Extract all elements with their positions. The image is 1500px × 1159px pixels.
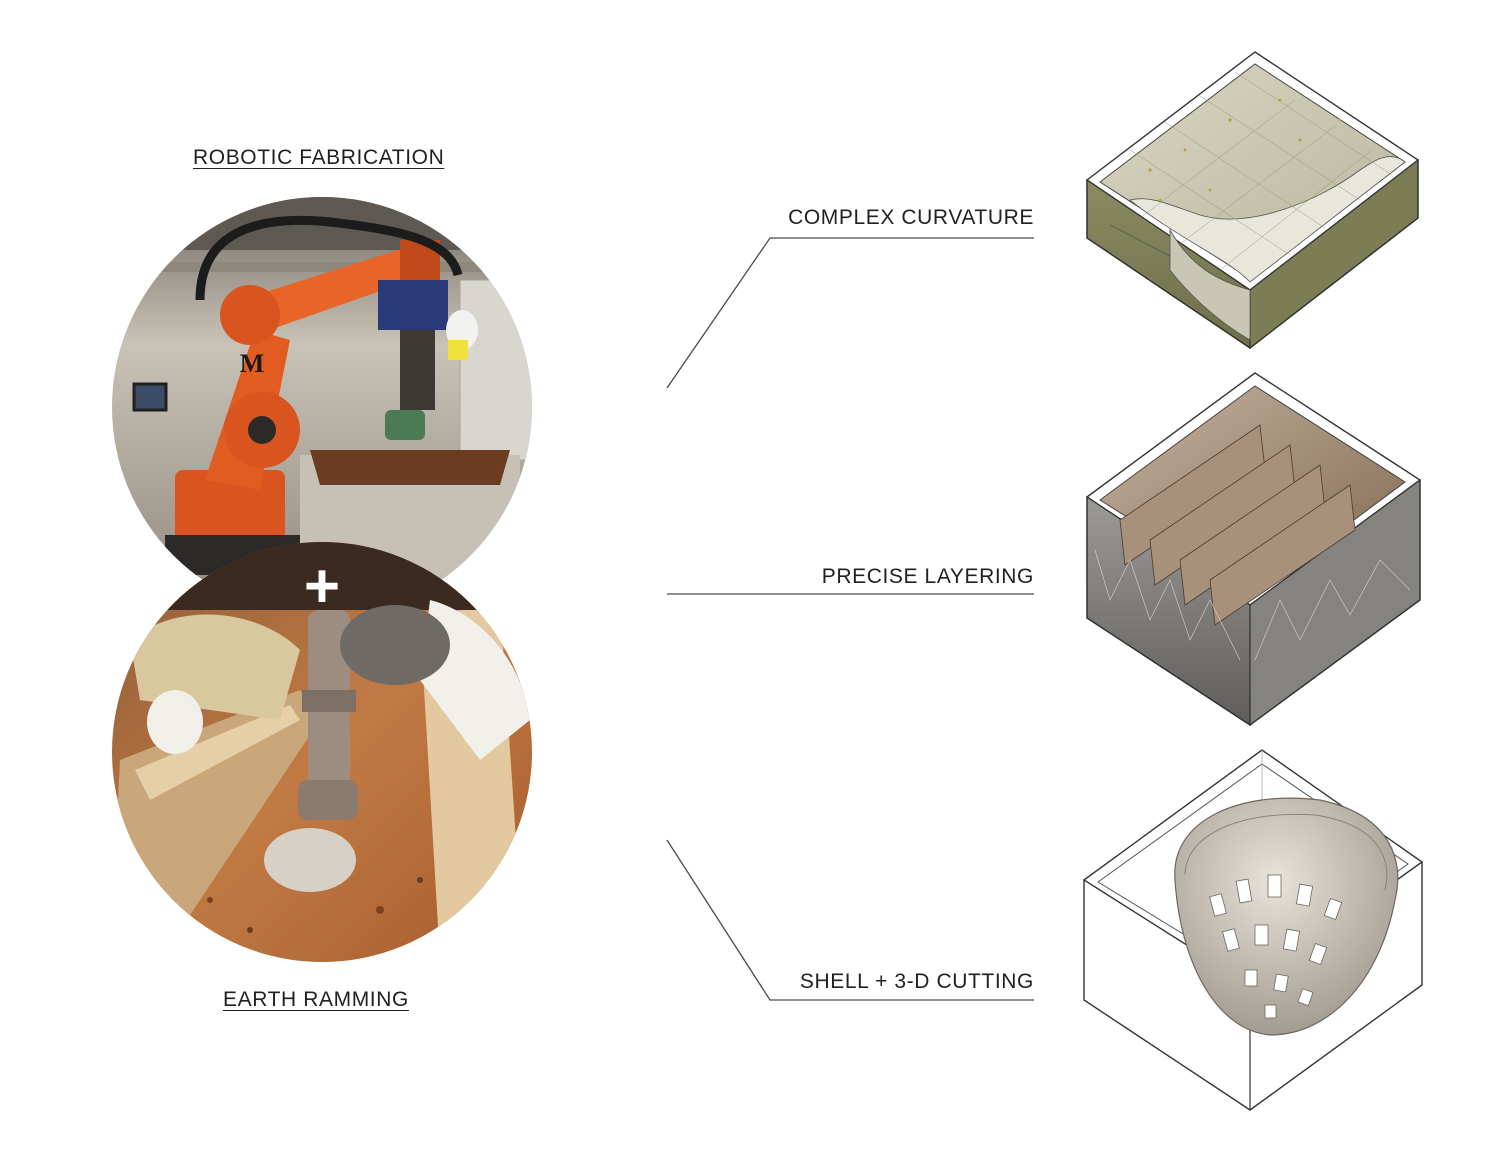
- precise-layering-diagram: [1085, 372, 1422, 727]
- earth-ramming-heading: EARTH RAMMING: [223, 988, 409, 1011]
- connector-complex-curvature: [666, 237, 1034, 389]
- shell-3d-cutting-label: SHELL + 3-D CUTTING: [799, 970, 1034, 993]
- shell-cutting-diagram: [1082, 749, 1424, 1111]
- connector-lines: [666, 237, 1034, 1001]
- monitor-icon: [132, 382, 168, 412]
- complex-curvature-diagram: [1085, 51, 1420, 350]
- complex-curvature-label: COMPLEX CURVATURE: [788, 206, 1034, 229]
- m-logo: M: [240, 349, 265, 378]
- connector-shell-cutting: [666, 839, 1034, 1001]
- precise-layering-label: PRECISE LAYERING: [821, 565, 1034, 588]
- robotic-fabrication-heading: ROBOTIC FABRICATION: [193, 146, 445, 169]
- plus-symbol: +: [304, 552, 340, 621]
